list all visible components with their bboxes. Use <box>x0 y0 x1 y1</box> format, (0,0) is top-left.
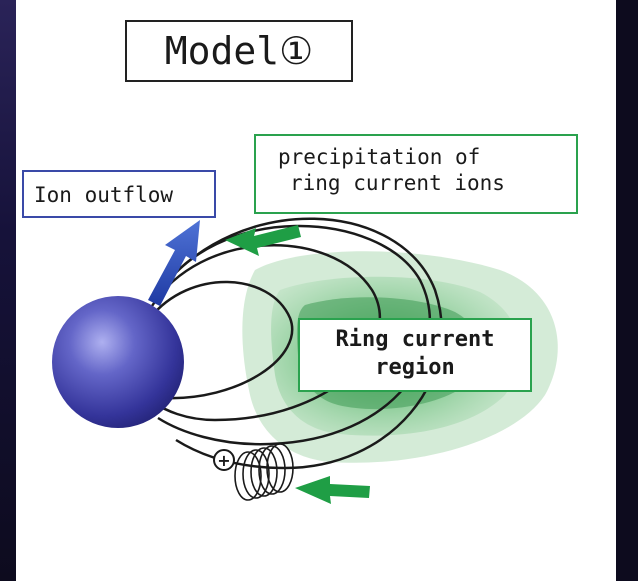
positive-ion-icon: + <box>213 449 235 471</box>
ion-outflow-arrow <box>148 220 200 306</box>
model-title: Model① <box>125 20 353 82</box>
ion-gyration-spiral <box>234 443 294 501</box>
bottom-green-arrow <box>295 476 370 504</box>
precipitation-line-1: precipitation of <box>278 145 481 169</box>
earth-sphere <box>52 296 184 428</box>
left-dark-strip <box>0 0 16 581</box>
ring-line-1: Ring current <box>335 327 495 352</box>
precipitation-line-2: ring current ions <box>290 171 505 196</box>
svg-text:+: + <box>217 451 230 470</box>
right-dark-strip <box>616 0 638 581</box>
ion-outflow-text: Ion outflow <box>34 183 174 207</box>
ring-line-2: region <box>375 354 455 380</box>
ion-outflow-label: Ion outflow <box>22 170 216 218</box>
field-line <box>149 280 294 400</box>
precipitation-arrow <box>225 225 301 256</box>
